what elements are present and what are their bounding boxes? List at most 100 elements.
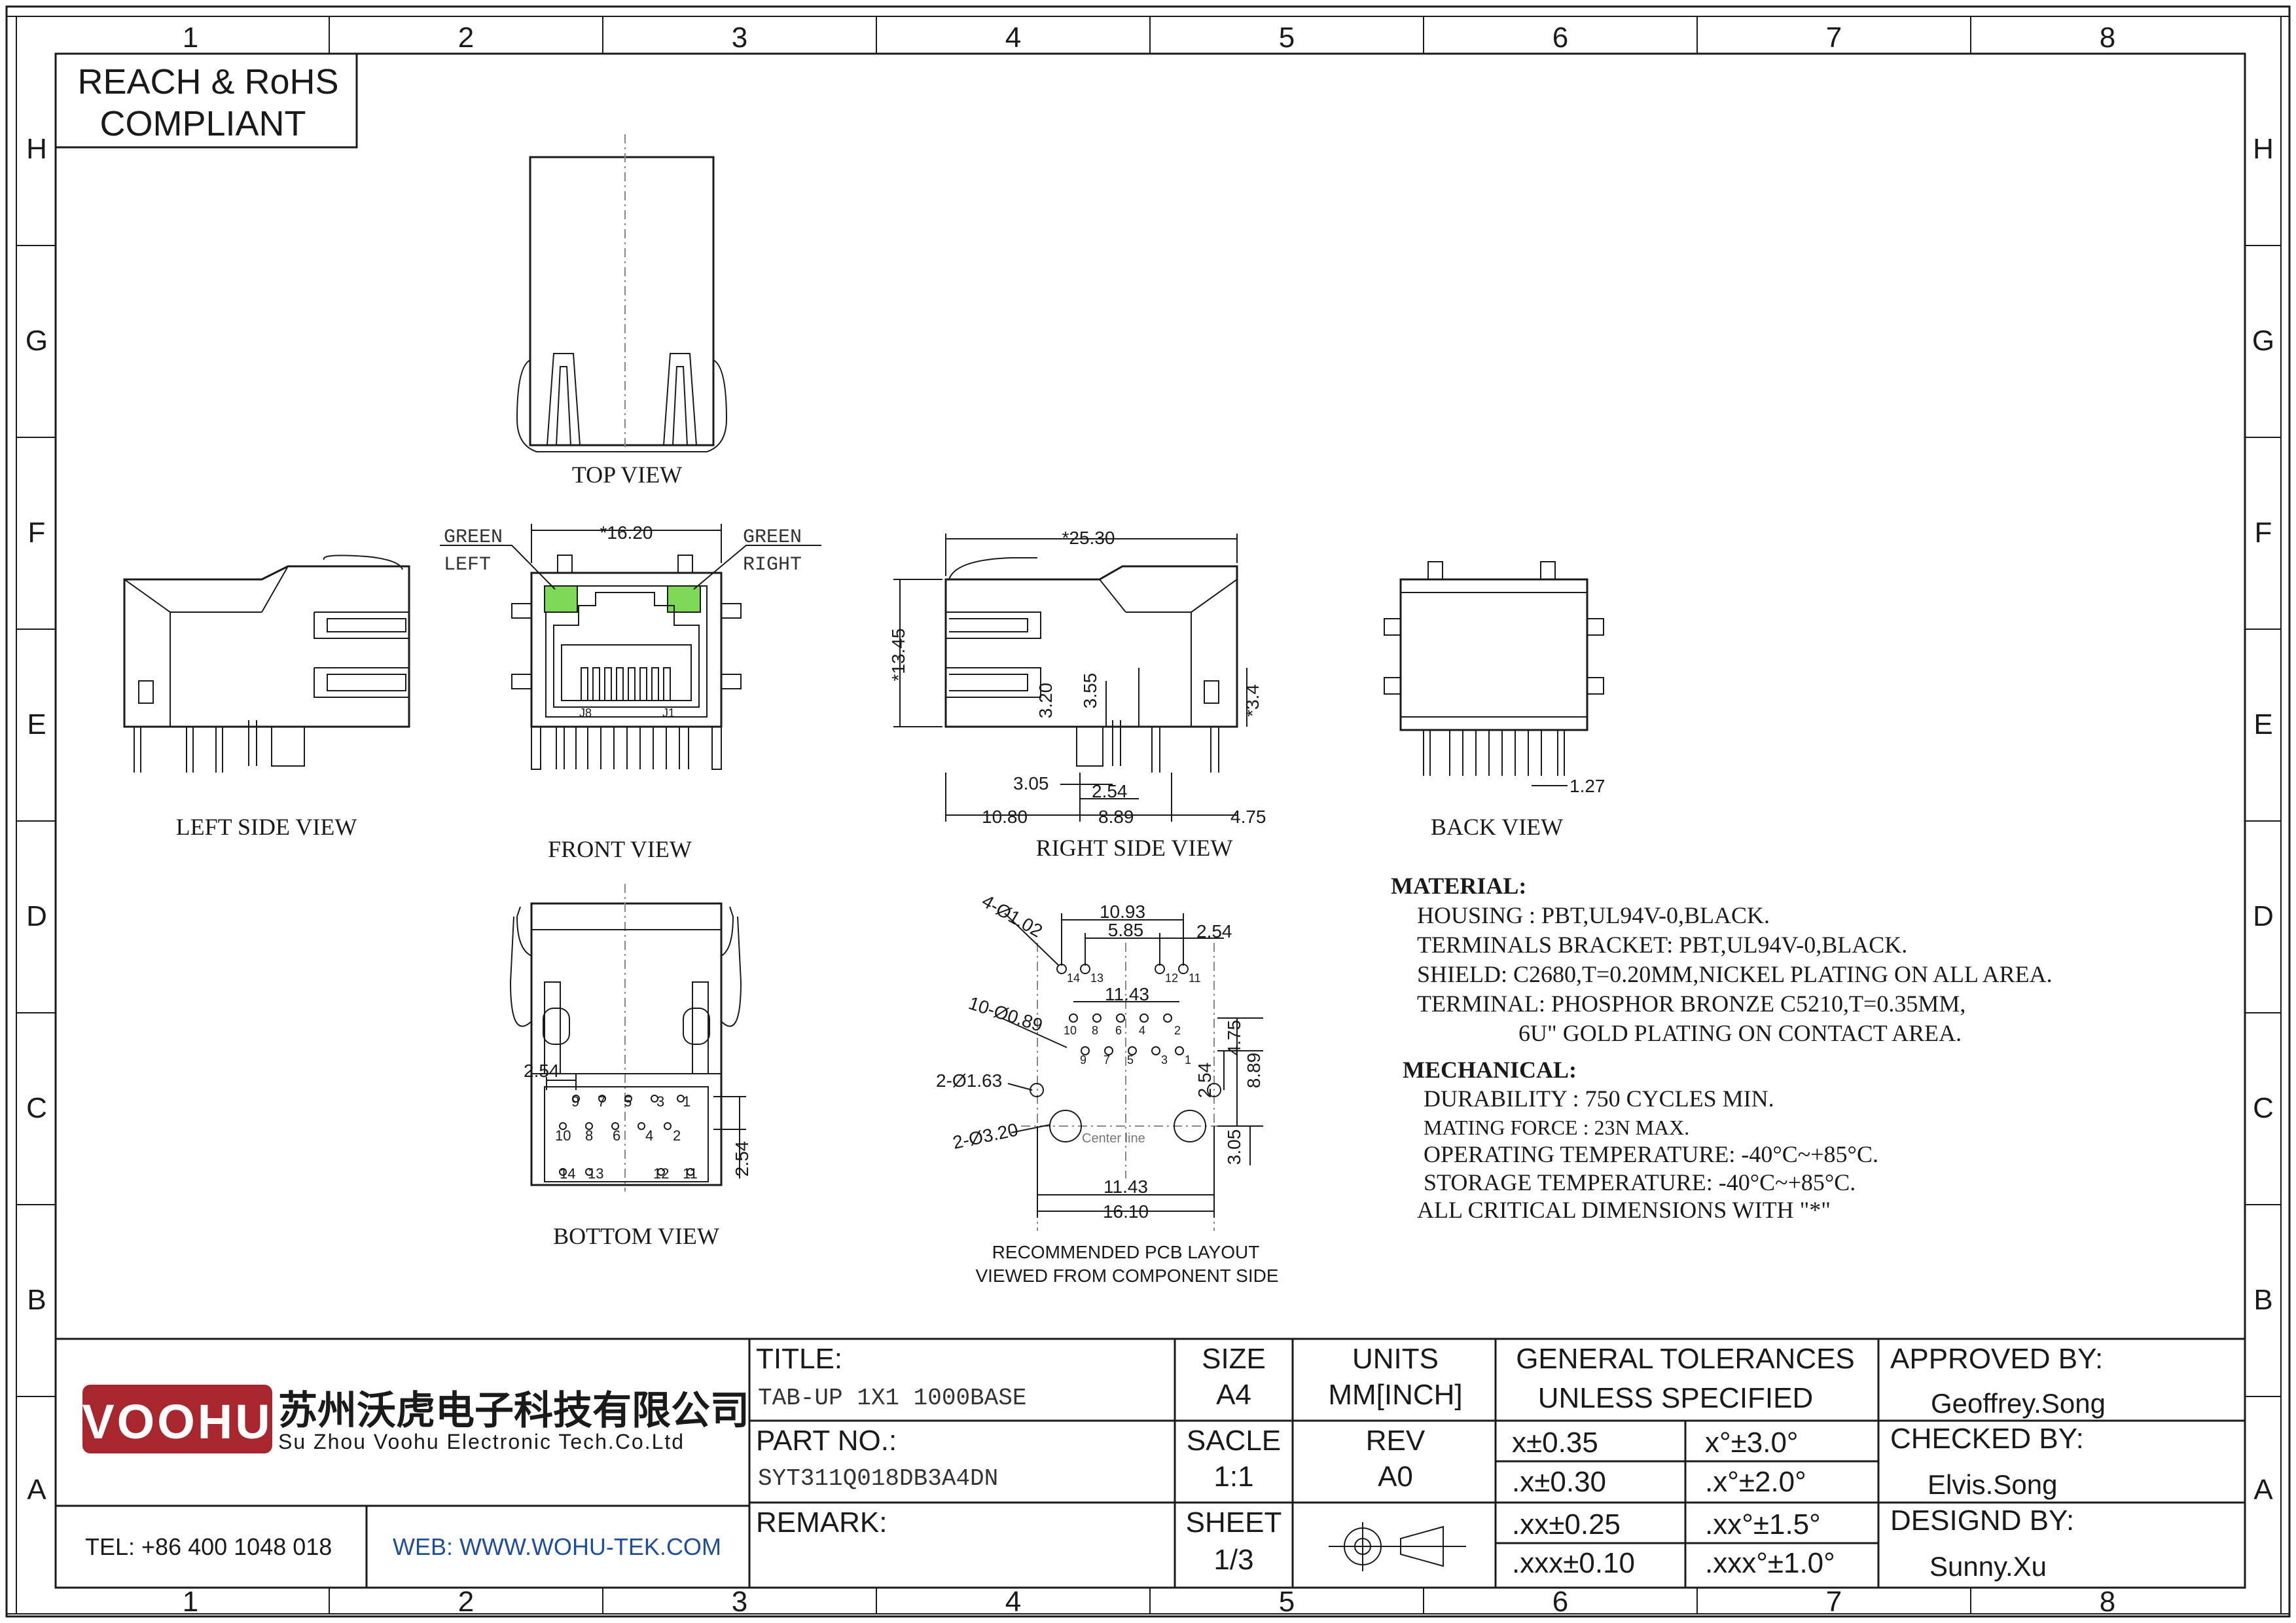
col-label: 7	[1826, 22, 1842, 54]
bottom-pin-10: 10	[555, 1127, 571, 1144]
tolerance-linear: .xx±0.25	[1512, 1508, 1621, 1541]
remark-label: REMARK:	[756, 1506, 887, 1539]
col-label: 7	[1826, 1586, 1842, 1618]
pcb-pin-2: 2	[1174, 1024, 1181, 1037]
pcb-dim-475: 4.75	[1224, 1020, 1244, 1056]
tolerance-angular: x°±3.0°	[1705, 1427, 1799, 1459]
pcb-pin-13: 13	[1090, 972, 1103, 985]
tolerance-angular: .x°±2.0°	[1705, 1466, 1806, 1498]
checked-value: Elvis.Song	[1928, 1469, 2057, 1500]
approved-label: APPROVED BY:	[1890, 1343, 2103, 1375]
pcb-caption-1: RECOMMENDED PCB LAYOUT	[992, 1242, 1260, 1262]
bottom-pin-11: 11	[683, 1165, 698, 1182]
sheet-value: 1/3	[1213, 1544, 1253, 1576]
mechanical-line: STORAGE TEMPERATURE: -40°C~+85°C.	[1424, 1169, 1856, 1195]
bottom-pin-5: 5	[624, 1093, 632, 1110]
pcb-pin-6: 6	[1115, 1024, 1122, 1037]
back-view-drawing	[1384, 561, 1604, 786]
top-view-drawing	[516, 134, 728, 452]
led-left-position: LEFT	[444, 554, 491, 576]
contact-web: WEB: WWW.WOHU-TEK.COM	[393, 1533, 721, 1560]
left-side-view-label: LEFT SIDE VIEW	[176, 814, 357, 840]
row-label: G	[2252, 325, 2274, 357]
led-right-position: RIGHT	[743, 554, 802, 576]
bottom-pin-14: 14	[560, 1165, 575, 1182]
row-label: F	[2255, 517, 2272, 549]
pcb-hole-163: 2-Ø1.63	[936, 1070, 1002, 1091]
bottom-view-label: BOTTOM VIEW	[553, 1223, 719, 1249]
dim-305: 3.05	[1013, 773, 1049, 793]
bottom-pin-1: 1	[683, 1093, 691, 1110]
approved-value: Geoffrey.Song	[1931, 1388, 2106, 1419]
pcb-pin-1: 1	[1185, 1053, 1191, 1067]
top-view-label: TOP VIEW	[572, 462, 682, 488]
col-label: 8	[2100, 22, 2115, 54]
mechanical-line: MATING FORCE : 23N MAX.	[1424, 1116, 1689, 1139]
pcb-hole-320: 2-Ø3.20	[951, 1120, 1020, 1153]
units-value: MM[INCH]	[1328, 1379, 1462, 1411]
col-label: 1	[183, 22, 198, 54]
size-label: SIZE	[1202, 1343, 1266, 1375]
dim-320: 3.20	[1035, 683, 1056, 719]
bottom-view-drawing	[509, 884, 746, 1192]
material-line: TERMINAL: PHOSPHOR BRONZE C5210,T=0.35MM…	[1417, 991, 1965, 1017]
sheet-frame: 1 2 3 4 5 6 7 8 1 2 3 4 5 6 7 8 H G F E …	[5, 5, 2291, 1618]
front-label-j1: J1	[662, 706, 675, 720]
dim-355: 3.55	[1080, 673, 1100, 709]
company-name-cn: 苏州沃虎电子科技有限公司	[278, 1388, 749, 1434]
pcb-dim-889: 8.89	[1244, 1053, 1264, 1089]
part-value: SYT311Q018DB3A4DN	[758, 1465, 998, 1492]
row-label: D	[26, 900, 47, 932]
col-label: 6	[1552, 1586, 1568, 1618]
dim-bottom-pitch-vertical: 2.54	[732, 1141, 752, 1177]
dim-bottom-pitch: 2.54	[524, 1061, 560, 1081]
led-right-window	[667, 585, 701, 613]
row-label: E	[2253, 708, 2272, 740]
pcb-pin-9: 9	[1080, 1053, 1086, 1067]
col-label: 1	[183, 1586, 198, 1618]
row-label: F	[28, 517, 46, 549]
bottom-pin-8: 8	[585, 1127, 593, 1144]
dim-475: 4.75	[1230, 807, 1266, 827]
company-name-en: Su Zhou Voohu Electronic Tech.Co.Ltd	[278, 1430, 685, 1453]
dim-1080: 10.80	[982, 807, 1028, 827]
pcb-pin-14: 14	[1067, 972, 1080, 985]
front-view-drawing	[440, 524, 821, 770]
pcb-dim-1610: 16.10	[1103, 1201, 1149, 1222]
scale-value: 1:1	[1213, 1461, 1253, 1493]
sheet-label: SHEET	[1186, 1506, 1282, 1539]
material-line: SHIELD: C2680,T=0.20MM,NICKEL PLATING ON…	[1417, 961, 2053, 987]
col-label: 3	[732, 1586, 747, 1618]
rev-label: REV	[1366, 1425, 1426, 1457]
compliance-line-2: COMPLIANT	[99, 104, 306, 143]
mechanical-line: DURABILITY : 750 CYCLES MIN.	[1424, 1085, 1774, 1112]
pcb-pin-10: 10	[1064, 1024, 1077, 1037]
row-label: D	[2253, 900, 2274, 932]
pcb-dim-1143-bottom: 11.43	[1103, 1176, 1148, 1197]
tolerance-linear: x±0.35	[1512, 1427, 1598, 1459]
bottom-pin-6: 6	[613, 1127, 620, 1144]
compliance-box: REACH & RoHS COMPLIANT	[56, 54, 358, 149]
designed-value: Sunny.Xu	[1929, 1551, 2047, 1582]
designed-label: DESIGND BY:	[1890, 1504, 2074, 1537]
tolerance-linear: .x±0.30	[1512, 1466, 1606, 1498]
bottom-pin-2: 2	[673, 1127, 681, 1144]
tolerance-heading-2: UNLESS SPECIFIED	[1538, 1382, 1814, 1414]
pcb-caption-2: VIEWED FROM COMPONENT SIDE	[975, 1266, 1278, 1286]
scale-label: SACLE	[1187, 1425, 1281, 1457]
pcb-dim-305: 3.05	[1224, 1129, 1244, 1165]
size-value: A4	[1216, 1379, 1251, 1411]
dim-right-length: *25.30	[1062, 528, 1115, 548]
pcb-dim-254: 2.54	[1196, 921, 1232, 941]
col-label: 4	[1005, 22, 1021, 54]
title-label: TITLE:	[756, 1343, 842, 1375]
row-label: A	[27, 1474, 46, 1506]
tolerance-linear: .xxx±0.10	[1512, 1547, 1635, 1579]
material-line: TERMINALS BRACKET: PBT,UL94V-0,BLACK.	[1417, 932, 1907, 958]
col-label: 5	[1279, 1586, 1295, 1618]
dim-254: 2.54	[1092, 781, 1128, 801]
dim-34: *3.4	[1242, 684, 1263, 717]
row-label: C	[26, 1092, 47, 1124]
row-label: A	[2253, 1474, 2273, 1506]
third-angle-projection-icon	[1329, 1522, 1466, 1571]
